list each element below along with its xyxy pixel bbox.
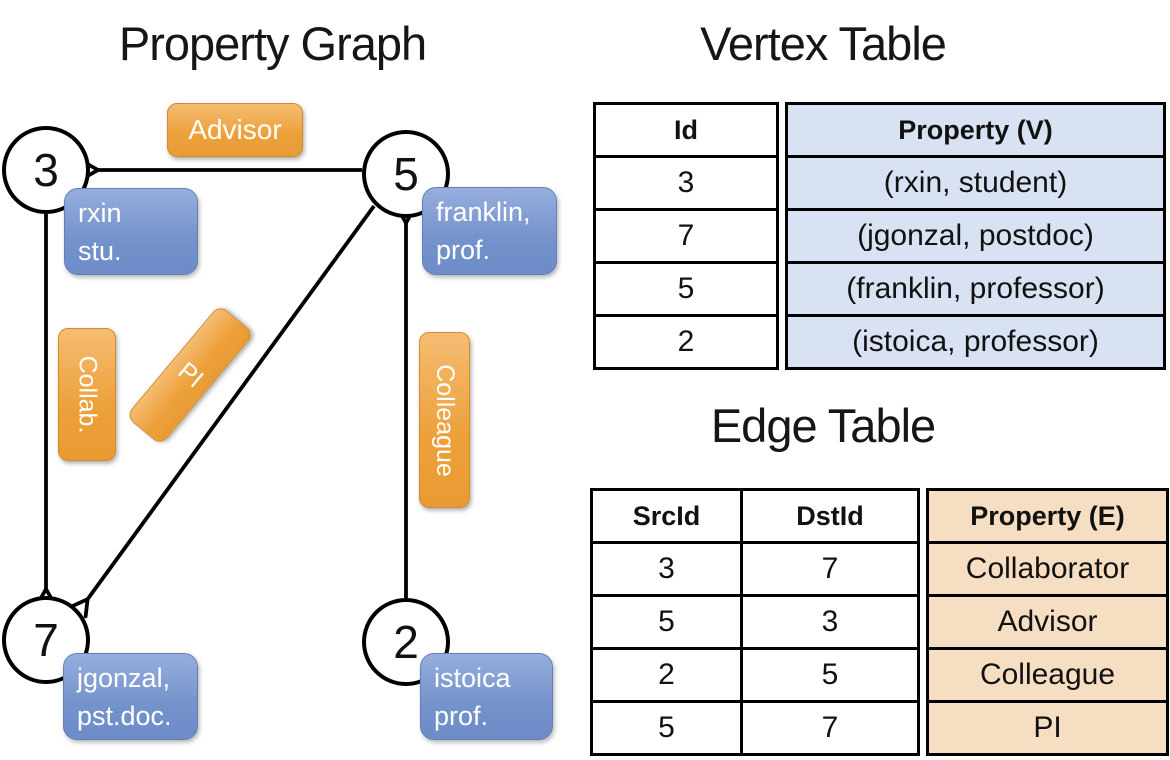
edge-label-collab-text: Collab.	[73, 355, 102, 434]
edge-table-id-columns: SrcId DstId 3 7 5 3 2 5 5 7	[590, 488, 920, 756]
vertex-label-istoica: istoica prof.	[420, 653, 553, 740]
edge-table-header-srcid: SrcId	[590, 488, 743, 544]
vertex-label-franklin: franklin, prof.	[422, 187, 557, 275]
vertex-node-3-id: 3	[33, 144, 59, 196]
vertex-label-rxin: rxin stu.	[64, 188, 198, 275]
vertex-label-jgonzal-line2: pst.doc.	[77, 701, 172, 731]
vertex-label-rxin-line2: stu.	[78, 236, 122, 266]
vertex-id-cell: 7	[593, 208, 779, 264]
vertex-table-property-column: Property (V) (rxin, student) (jgonzal, p…	[785, 102, 1166, 370]
vertex-table-header-property: Property (V)	[785, 102, 1166, 158]
vertex-label-rxin-line1: rxin	[78, 198, 122, 228]
table-row: PI	[926, 700, 1169, 756]
vertex-node-2-id: 2	[393, 616, 419, 668]
table-row: (istoica, professor)	[785, 314, 1166, 370]
vertex-label-jgonzal-line1: jgonzal,	[77, 663, 171, 693]
vertex-node-5: 5	[362, 130, 450, 218]
vertex-table: Id 3 7 5 2 Property (V) (rxin, student) …	[593, 102, 1166, 370]
edge-label-advisor: Advisor	[167, 103, 303, 157]
edge-table-property-column: Property (E) Collaborator Advisor Collea…	[926, 488, 1169, 756]
vertex-table-title: Vertex Table	[700, 17, 947, 70]
edge-table-header-dstid: DstId	[740, 488, 920, 544]
vertex-label-franklin-line1: franklin,	[436, 197, 531, 227]
edge-label-colleague: Colleague	[419, 332, 470, 508]
edge-srcid-cell: 3	[590, 541, 743, 597]
edge-property-cell: Collaborator	[926, 541, 1169, 597]
table-row: Colleague	[926, 647, 1169, 703]
edge-table-header-property: Property (E)	[926, 488, 1169, 544]
vertex-label-istoica-line1: istoica	[434, 663, 511, 693]
table-row: Advisor	[926, 594, 1169, 650]
vertex-node-5-id: 5	[393, 148, 419, 200]
edge-table-title: Edge Table	[710, 399, 936, 452]
edge-srcid-cell: 2	[590, 647, 743, 703]
edge-property-cell: Advisor	[926, 594, 1169, 650]
graph-edges-canvas	[35, 159, 417, 619]
table-row: 3	[593, 155, 779, 211]
table-row: 5 3	[590, 594, 920, 650]
vertex-id-cell: 2	[593, 314, 779, 370]
edge-dstid-cell: 5	[740, 647, 920, 703]
vertex-property-cell: (istoica, professor)	[785, 314, 1166, 370]
table-row: (jgonzal, postdoc)	[785, 208, 1166, 264]
vertex-label-jgonzal: jgonzal, pst.doc.	[63, 653, 198, 740]
edge-line-pi-5-to-7	[69, 204, 376, 619]
edge-srcid-cell: 5	[590, 700, 743, 756]
edge-dstid-cell: 7	[740, 700, 920, 756]
edge-label-collab: Collab.	[58, 328, 116, 461]
table-row: 3 7	[590, 541, 920, 597]
table-row: Collaborator	[926, 541, 1169, 597]
vertex-table-id-column: Id 3 7 5 2	[593, 102, 779, 370]
table-row: (franklin, professor)	[785, 261, 1166, 317]
table-row: 7	[593, 208, 779, 264]
vertex-id-cell: 5	[593, 261, 779, 317]
vertex-property-cell: (franklin, professor)	[785, 261, 1166, 317]
edge-label-advisor-text: Advisor	[188, 114, 282, 145]
table-row: 2 5	[590, 647, 920, 703]
edge-property-cell: PI	[926, 700, 1169, 756]
edge-property-cell: Colleague	[926, 647, 1169, 703]
table-row: 2	[593, 314, 779, 370]
edge-dstid-cell: 3	[740, 594, 920, 650]
table-row: (rxin, student)	[785, 155, 1166, 211]
edge-dstid-cell: 7	[740, 541, 920, 597]
edge-label-colleague-text: Colleague	[431, 363, 459, 477]
edge-label-pi-text: PI	[172, 356, 209, 393]
vertex-label-franklin-line2: prof.	[436, 235, 491, 265]
vertex-id-cell: 3	[593, 155, 779, 211]
vertex-table-header-id: Id	[593, 102, 779, 158]
vertex-node-2: 2	[362, 598, 450, 686]
edge-table: SrcId DstId 3 7 5 3 2 5 5 7 Property (E)…	[590, 488, 1169, 756]
property-graph-title: Property Graph	[118, 17, 427, 70]
edge-srcid-cell: 5	[590, 594, 743, 650]
table-row: 5 7	[590, 700, 920, 756]
vertex-label-istoica-line2: prof.	[434, 701, 489, 731]
vertex-property-cell: (jgonzal, postdoc)	[785, 208, 1166, 264]
vertex-node-7-id: 7	[33, 614, 59, 666]
table-row: 5	[593, 261, 779, 317]
vertex-property-cell: (rxin, student)	[785, 155, 1166, 211]
